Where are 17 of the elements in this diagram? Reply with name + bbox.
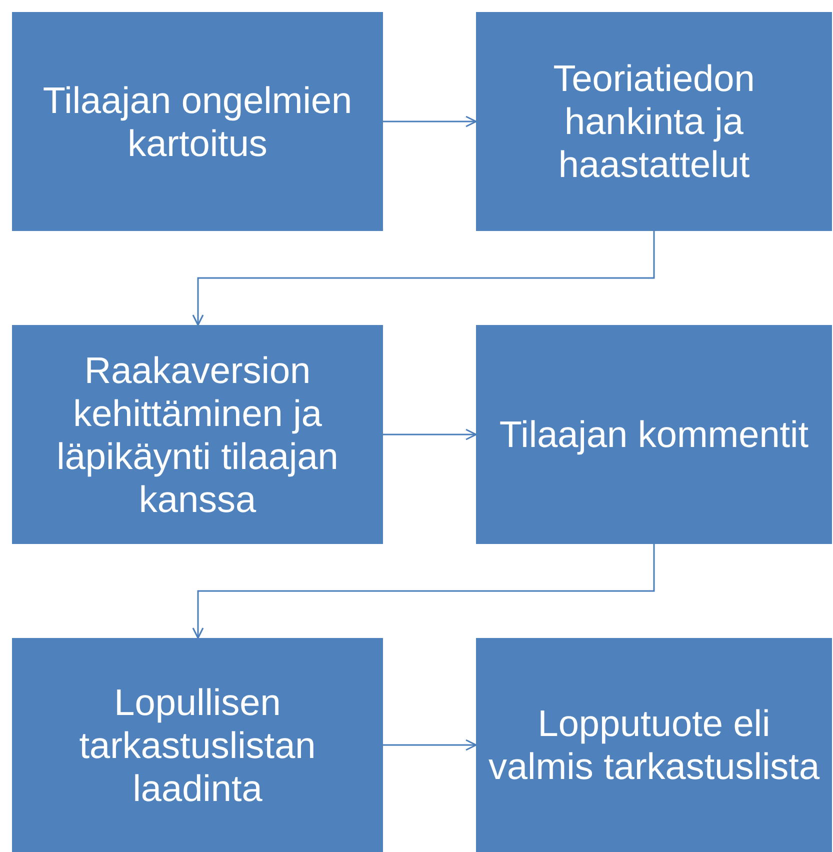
step-text: Lopputuote eli valmis tarkastuslista: [487, 702, 821, 788]
step-text: Tilaajan ongelmien kartoitus: [42, 78, 354, 164]
process-box: [476, 12, 832, 231]
step-text: Tilaajan kommentit: [499, 413, 809, 456]
arrow: [383, 428, 477, 440]
arrow: [383, 116, 477, 128]
process-box: [12, 638, 383, 852]
arrow: [192, 544, 655, 639]
step-text: Teoriatiedon hankinta ja haastattelut: [552, 57, 756, 186]
arrow: [383, 739, 477, 751]
process-box: [476, 325, 832, 544]
process-box: [12, 12, 383, 231]
step-text: Lopullisen tarkastuslistan laadinta: [78, 680, 317, 810]
process-box: [476, 638, 832, 852]
step-text: Raakaversion kehittäminen ja läpikäynti tilaajan kanssa: [56, 348, 340, 520]
process-box: [12, 325, 383, 544]
arrow: [192, 231, 655, 326]
